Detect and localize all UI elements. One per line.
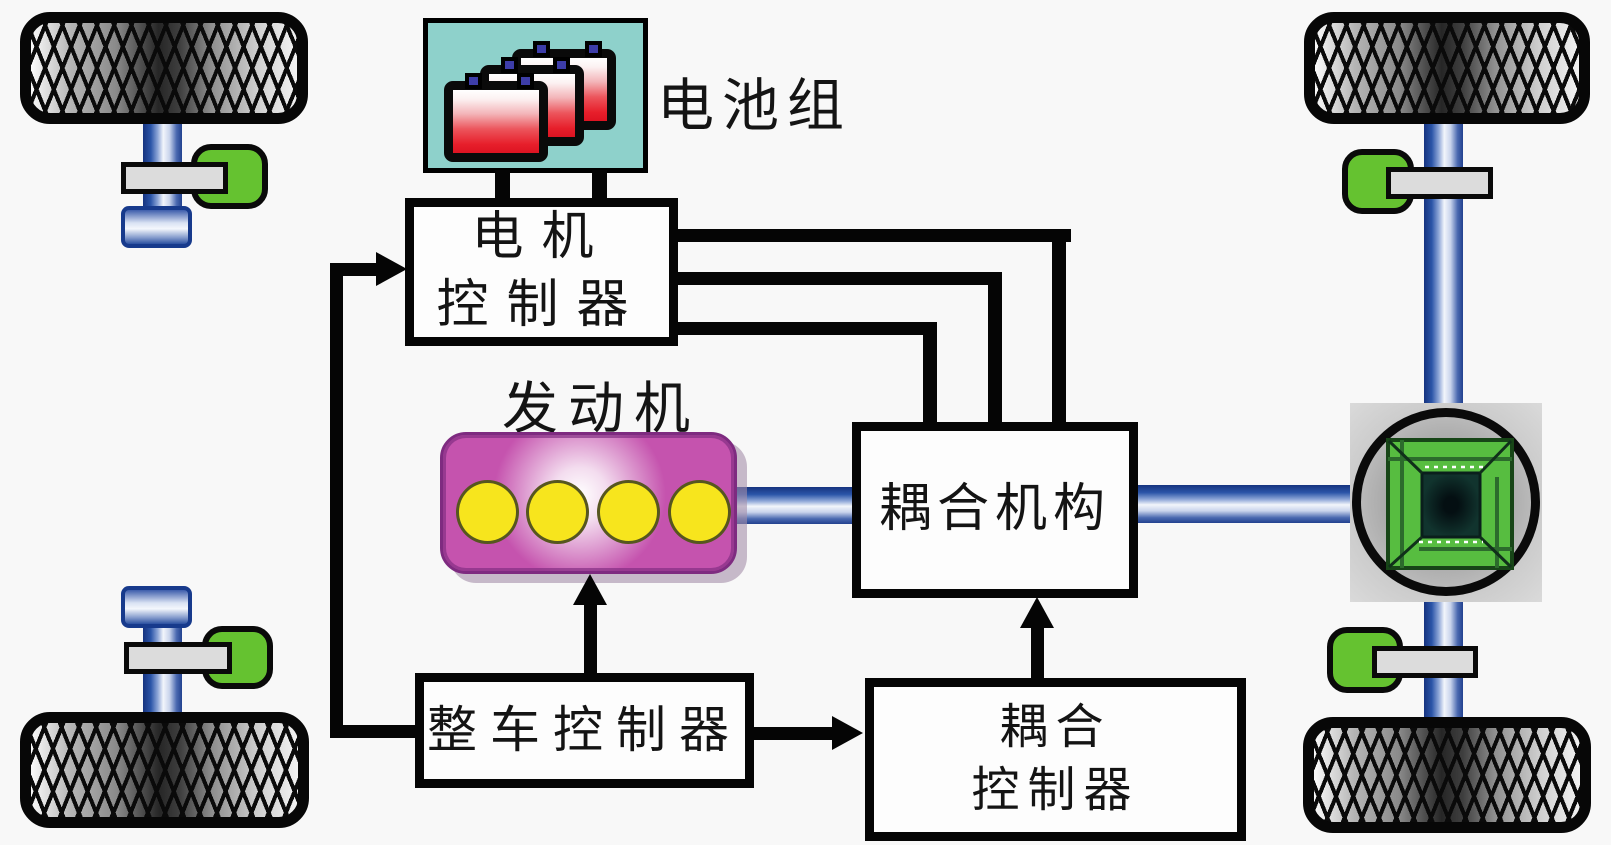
engine-cylinder-icon bbox=[597, 480, 660, 544]
motor-controller-label-line2: 控制器 bbox=[436, 277, 647, 334]
battery-terminal-icon bbox=[553, 57, 570, 73]
motor-controller-label-line1: 电机 bbox=[471, 209, 612, 267]
engine-label: 发动机 bbox=[502, 379, 700, 441]
tire-icon bbox=[20, 12, 308, 124]
arrowhead-into-motor-controller bbox=[376, 252, 407, 286]
power-cable-3 bbox=[923, 322, 937, 423]
battery-terminal-icon bbox=[517, 73, 534, 89]
battery-terminal-icon bbox=[533, 41, 550, 57]
vcu-to-mcu-feedback-line bbox=[330, 725, 417, 738]
axle-cap-icon bbox=[121, 206, 192, 248]
battery-terminal-icon bbox=[585, 41, 602, 57]
coupling-output-shaft bbox=[1136, 485, 1355, 523]
battery-terminal-icon bbox=[465, 73, 482, 89]
motor-controller-box: 电机 控制器 bbox=[405, 198, 678, 346]
vehicle-controller-box: 整车控制器 bbox=[415, 673, 754, 788]
brake-bracket-icon bbox=[124, 642, 232, 674]
coupling-controller-to-mechanism-line bbox=[1031, 623, 1044, 679]
battery-cell-icon bbox=[444, 73, 548, 162]
vcu-to-coupling-controller-line bbox=[753, 727, 837, 740]
engine-cylinder-icon bbox=[526, 480, 589, 544]
engine-cylinder-icon bbox=[456, 480, 519, 544]
arrowhead-into-coupling-controller bbox=[832, 716, 863, 750]
vcu-to-mcu-feedback-line bbox=[330, 263, 343, 738]
vehicle-controller-label: 整车控制器 bbox=[427, 702, 742, 758]
coupling-controller-label-line2: 控制器 bbox=[971, 763, 1140, 817]
engine-output-shaft bbox=[734, 487, 855, 524]
vcu-to-mcu-feedback-line bbox=[330, 263, 380, 276]
brake-bracket-icon bbox=[121, 162, 228, 194]
power-cable-3 bbox=[675, 322, 937, 335]
tire-icon bbox=[20, 712, 309, 828]
coupling-mechanism-label: 耦合机构 bbox=[878, 481, 1111, 539]
arrowhead-into-coupling-mechanism bbox=[1020, 597, 1054, 628]
power-cable-1 bbox=[1052, 229, 1066, 423]
engine-box bbox=[440, 432, 737, 574]
coupling-mechanism-box: 耦合机构 bbox=[852, 422, 1138, 598]
battery-terminal-icon bbox=[501, 57, 518, 73]
axle-cap-icon bbox=[121, 586, 192, 628]
brake-bracket-icon bbox=[1372, 646, 1478, 678]
engine-cylinder-icon bbox=[668, 480, 731, 544]
differential-gear-icon bbox=[1386, 438, 1514, 570]
brake-bracket-icon bbox=[1386, 167, 1493, 199]
battery-cable bbox=[592, 170, 607, 200]
battery-pack-box bbox=[423, 18, 648, 173]
power-cable-2 bbox=[675, 272, 1002, 285]
vcu-to-engine-line bbox=[584, 600, 597, 674]
battery-cable bbox=[495, 170, 510, 200]
coupling-controller-box: 耦合 控制器 bbox=[865, 678, 1246, 841]
tire-icon bbox=[1303, 717, 1591, 833]
battery-pack-label: 电池组 bbox=[657, 75, 852, 138]
power-cable-1 bbox=[675, 229, 1071, 242]
coupling-controller-label-line1: 耦合 bbox=[999, 701, 1112, 755]
tire-icon bbox=[1304, 12, 1590, 124]
arrowhead-into-engine bbox=[573, 574, 607, 605]
power-cable-2 bbox=[988, 272, 1002, 423]
axle-shaft-icon bbox=[1424, 118, 1463, 410]
